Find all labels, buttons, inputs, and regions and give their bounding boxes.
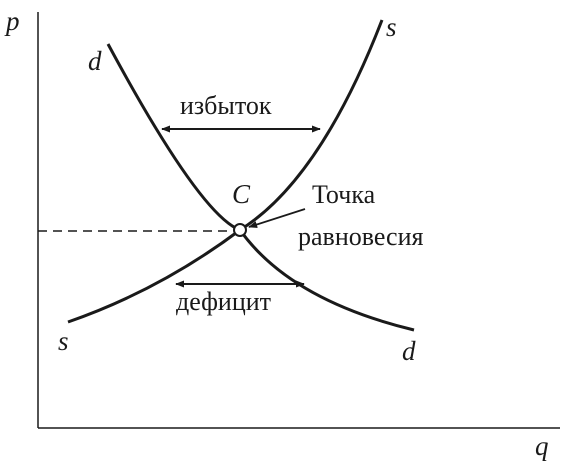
demand-label-end: d [402, 336, 416, 366]
supply-label-start: s [58, 326, 69, 356]
deficit-label: дефицит [176, 287, 271, 316]
supply-curve [67, 19, 384, 324]
equilibrium-point [233, 223, 247, 237]
y-axis-label: p [4, 6, 20, 36]
equilibrium-label-line2: равновесия [298, 222, 423, 251]
demand-label-start: d [88, 46, 102, 76]
surplus-label: избыток [180, 91, 272, 120]
equilibrium-label-line1: Точка [312, 180, 376, 209]
equilibrium-pointer-arrow [248, 208, 306, 228]
supply-label-end: s [386, 12, 397, 42]
x-axis-label: q [535, 431, 549, 461]
equilibrium-point-label: C [232, 179, 251, 209]
